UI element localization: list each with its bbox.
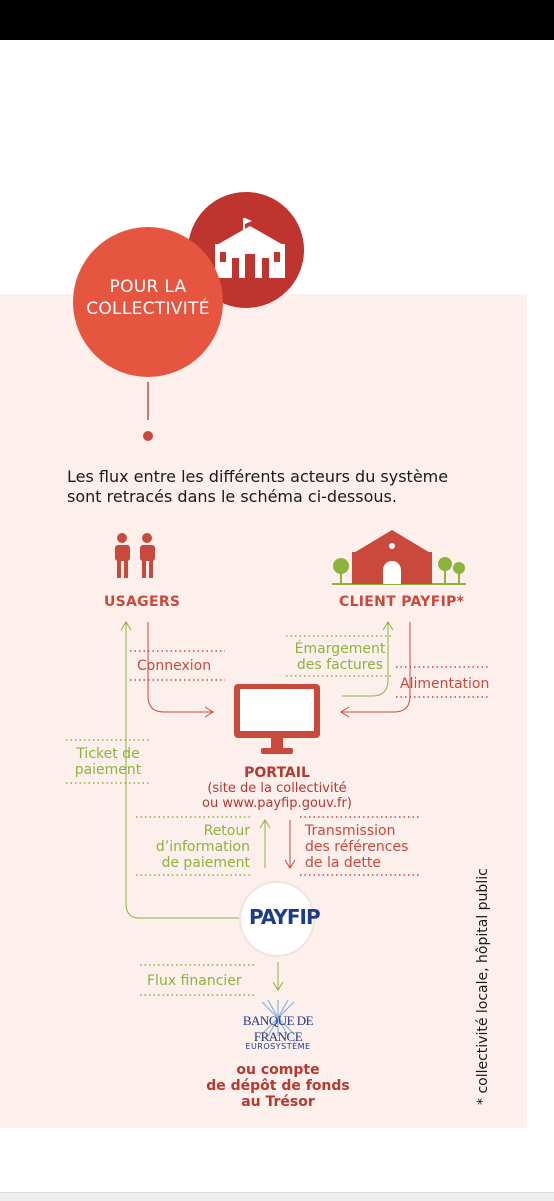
tresor-label: ou compte de dépôt de fonds au Trésor <box>195 1062 361 1110</box>
badge-dot <box>143 431 153 441</box>
badge-circle-front <box>73 227 223 377</box>
portail-line-2: ou www.payfip.gouv.fr) <box>202 796 352 811</box>
ticket-label: Ticket de paiement <box>68 746 148 778</box>
town-hall-icon <box>215 218 285 278</box>
status-bar <box>0 0 554 40</box>
footnote: * collectivité locale, hôpital public <box>475 868 491 1105</box>
banque-sub: EUROSYSTÈME <box>245 1042 311 1051</box>
ticket-line-1: Ticket de <box>76 746 140 762</box>
computer-monitor-icon <box>234 684 320 754</box>
retour-label: Retour d’information de paiement <box>130 823 250 871</box>
green-flows <box>120 621 394 991</box>
tresor-line-2: de dépôt de fonds <box>206 1078 350 1094</box>
banque-name: BANQUE DE FRANCE <box>242 1013 314 1044</box>
payfip-text: PAYFIP <box>249 905 321 929</box>
intro-text: Les flux entre les différents acteurs du… <box>67 467 449 506</box>
transmission-line-2: des références <box>305 839 409 855</box>
connexion-label: Connexion <box>137 658 212 674</box>
portail-line-1: (site de la collectivité <box>207 781 347 796</box>
transmission-label: Transmission des références de la dette <box>305 823 425 871</box>
flux-financier-label: Flux financier <box>147 973 242 989</box>
usagers-label: USAGERS <box>104 594 181 610</box>
client-label: CLIENT PAYFIP* <box>339 594 465 610</box>
retour-line-1: Retour <box>203 823 250 839</box>
people-icon <box>115 533 155 578</box>
alimentation-label: Alimentation <box>400 676 490 692</box>
emargement-label: Émargement des factures <box>288 641 392 673</box>
portail-title: PORTAIL <box>244 765 310 781</box>
red-flows <box>147 622 411 869</box>
retour-line-3: de paiement <box>161 855 250 871</box>
tresor-line-1: ou compte <box>236 1062 320 1078</box>
bottom-bar <box>0 1192 554 1201</box>
label-frames <box>66 635 490 996</box>
badge-line-1: POUR LA <box>109 277 187 297</box>
badge-label: POUR LA COLLECTIVITÉ <box>74 276 222 320</box>
transmission-line-1: Transmission <box>305 823 396 839</box>
banque-de-france-logo <box>261 999 295 1037</box>
emargement-line-2: des factures <box>296 657 384 673</box>
badge-line-2: COLLECTIVITÉ <box>86 299 210 319</box>
transmission-line-3: de la dette <box>305 855 381 871</box>
retour-line-2: d’information <box>155 839 250 855</box>
tresor-line-3: au Trésor <box>241 1094 315 1110</box>
emargement-line-1: Émargement <box>294 641 386 657</box>
portail-label: PORTAIL (site de la collectivité ou www.… <box>175 765 379 811</box>
ticket-line-2: paiement <box>74 762 142 778</box>
building-trees-icon <box>332 530 466 585</box>
payfip-logo <box>241 883 313 955</box>
